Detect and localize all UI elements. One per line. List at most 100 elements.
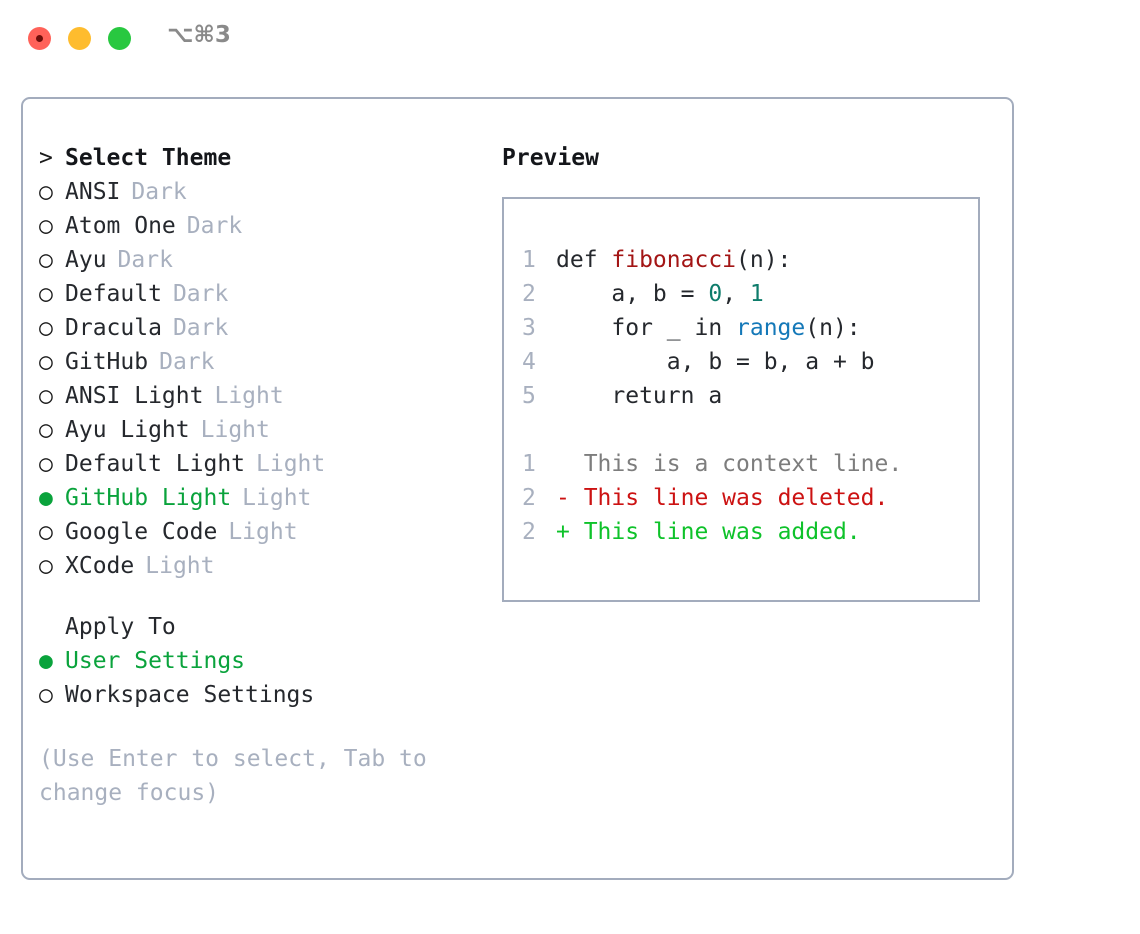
apply-to-header: Apply To [39,610,479,644]
apply-to-option[interactable]: ● User Settings [39,644,479,678]
code-token: def [556,247,612,273]
theme-name-label: Ayu [65,247,107,273]
theme-name-label: Google Code [65,519,218,545]
radio-unselected-icon[interactable]: ○ [39,247,53,273]
code-token: 1 [749,281,764,307]
radio-selected-icon[interactable]: ● [39,485,53,511]
code-token: a, b = b, a + b [556,349,875,375]
theme-name-label: Dracula [65,315,162,341]
apply-to-marker-placeholder [39,610,65,644]
diff-sign [556,447,584,481]
radio-unselected-icon[interactable]: ○ [39,519,53,545]
close-window-button[interactable] [28,27,51,50]
title-bar: ⌥⌘3 [0,0,1140,78]
select-theme-title: Select Theme [65,145,232,171]
radio-unselected-icon[interactable]: ○ [39,281,53,307]
code-token: (n): [736,247,792,273]
apply-to-title: Apply To [65,614,176,640]
line-number: 1 [522,451,536,477]
radio-unselected-icon[interactable]: ○ [39,213,53,239]
radio-unselected-icon[interactable]: ○ [39,315,53,341]
code-line-text: a, b = b, a + b [556,345,875,379]
radio-unselected-icon[interactable]: ○ [39,451,53,477]
diff-sign: - [556,485,584,511]
line-number: 1 [522,247,536,273]
theme-kind-label: Light [200,417,270,443]
code-line-text: a, b = 0, 1 [556,277,764,311]
code-token: (n): [805,315,861,341]
radio-unselected-icon[interactable]: ○ [39,553,53,579]
code-line: 5 return a [522,379,970,413]
radio-unselected-icon[interactable]: ○ [39,417,53,443]
radio-selected-icon[interactable]: ● [39,648,53,674]
line-number: 3 [522,315,536,341]
apply-to-option-label: Workspace Settings [65,682,315,708]
theme-name-label: Atom One [65,213,176,239]
code-token: range [736,315,806,341]
code-line-text: return a [556,379,722,413]
theme-list-item[interactable]: ○ Google Code Light [39,515,479,549]
theme-name-label: GitHub Light [65,485,232,511]
diff-line-text: This line was added. [583,519,861,545]
apply-to-option-label: User Settings [65,648,246,674]
diff-line: 2- This line was deleted. [522,481,970,515]
code-token: , [722,281,750,307]
code-token: a, b = [556,281,709,307]
diff-line: 1 This is a context line. [522,447,970,481]
maximize-window-button[interactable] [108,27,131,50]
close-icon [36,35,43,42]
diff-line-text: This is a context line. [583,451,903,477]
theme-kind-label: Dark [172,315,229,341]
theme-list-item[interactable]: ○ Dracula Dark [39,311,479,345]
theme-kind-label: Light [228,519,298,545]
line-number: 4 [522,349,536,375]
radio-unselected-icon[interactable]: ○ [39,383,53,409]
radio-unselected-icon[interactable]: ○ [39,682,53,708]
apply-to-block: Apply To ● User Settings ○ Workspace Settin… [39,610,479,712]
line-number: 2 [522,485,536,511]
theme-kind-label: Dark [186,213,243,239]
theme-list-item[interactable]: ○ Ayu Light Light [39,413,479,447]
code-line: 1 def fibonacci(n): [522,243,970,277]
diff-sample-lines: 1 This is a context line.2- This line wa… [522,447,970,549]
theme-name-label: GitHub [65,349,149,375]
theme-kind-label: Dark [159,349,215,375]
keyboard-hint-text: (Use Enter to select, Tab to change focu… [39,746,427,806]
line-number: 5 [522,383,536,409]
code-token: fibonacci [611,247,737,273]
preview-title: Preview [502,145,599,171]
theme-list-item[interactable]: ○ Atom One Dark [39,209,479,243]
radio-unselected-icon[interactable]: ○ [39,349,53,375]
theme-name-label: ANSI [65,179,121,205]
theme-kind-label: Light [214,383,284,409]
code-token: for _ in [556,315,737,341]
apply-to-option[interactable]: ○ Workspace Settings [39,678,479,712]
theme-list-item[interactable]: ○ GitHub Dark [39,345,479,379]
minimize-window-button[interactable] [68,27,91,50]
radio-unselected-icon[interactable]: ○ [39,179,53,205]
select-theme-header: >Select Theme [39,141,479,175]
diff-line-text: This line was deleted. [583,485,889,511]
code-line: 3 for _ in range(n): [522,311,970,345]
line-number: 2 [522,281,536,307]
theme-name-label: Ayu Light [65,417,190,443]
theme-name-label: XCode [65,553,135,579]
code-line-text: for _ in range(n): [556,311,861,345]
theme-name-label: Default Light [65,451,246,477]
code-token: return a [556,383,723,409]
